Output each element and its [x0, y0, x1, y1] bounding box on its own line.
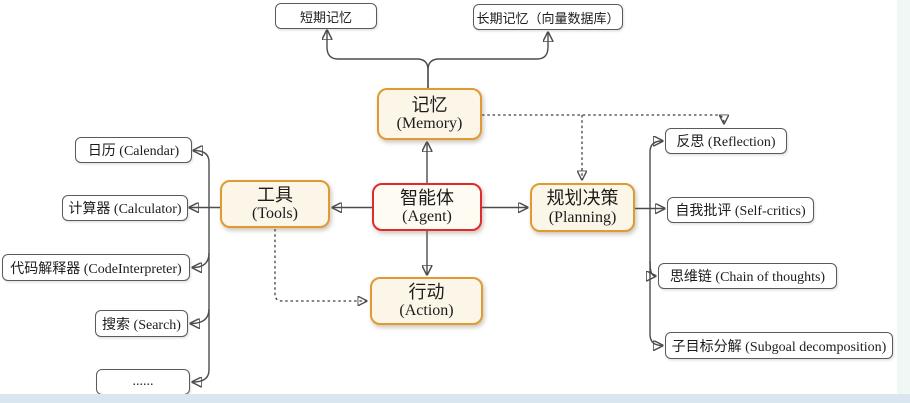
- chain-of-thoughts-label: 思维链 (Chain of thoughts): [669, 270, 826, 285]
- node-agent: 智能体 (Agent): [372, 183, 482, 231]
- tools-label-en: (Tools): [252, 205, 298, 223]
- self-critics-label: 自我批评 (Self-critics): [675, 204, 806, 219]
- agent-label-en: (Agent): [402, 208, 452, 226]
- calculator-label: 计算器 (Calculator): [68, 202, 182, 217]
- edge-memory-long-term: [427, 33, 548, 88]
- edge-tools-codeinterpreter: [193, 252, 210, 268]
- node-subgoal-decomposition: 子目标分解 (Subgoal decomposition): [665, 332, 893, 359]
- node-calendar: 日历 (Calendar): [75, 137, 192, 163]
- edge-planning-chain: [650, 260, 655, 276]
- short-term-memory-label: 短期记忆: [299, 9, 352, 25]
- bottom-edge-strip: [0, 394, 910, 403]
- memory-label-en: (Memory): [396, 115, 463, 133]
- node-self-critics: 自我批评 (Self-critics): [667, 197, 814, 223]
- node-planning: 规划决策 (Planning): [530, 183, 635, 232]
- node-long-term-memory: 长期记忆（向量数据库）: [473, 4, 623, 30]
- more-tools-label: ......: [132, 374, 154, 389]
- agent-label-zh: 智能体: [400, 187, 454, 208]
- node-tools: 工具 (Tools): [220, 180, 330, 228]
- code-interpreter-label: 代码解释器 (CodeInterpreter): [10, 261, 182, 277]
- node-more-tools: ......: [96, 369, 190, 395]
- edge-planning-reflection: [649, 141, 662, 153]
- subgoal-decomposition-label: 子目标分解 (Subgoal decomposition): [671, 339, 887, 355]
- calendar-label: 日历 (Calendar): [87, 144, 180, 159]
- node-reflection: 反思 (Reflection): [665, 128, 787, 154]
- action-label-zh: 行动: [408, 281, 445, 302]
- edge-tools-search: [191, 308, 210, 324]
- tools-label-zh: 工具: [257, 184, 293, 205]
- edge-memory-short-term: [327, 31, 429, 88]
- planning-label-en: (Planning): [548, 208, 617, 226]
- planning-label-zh: 规划决策: [546, 188, 619, 209]
- node-short-term-memory: 短期记忆: [275, 3, 377, 29]
- search-label: 搜索 (Search): [102, 317, 181, 333]
- node-action: 行动 (Action): [370, 277, 483, 325]
- memory-label-zh: 记忆: [411, 94, 448, 115]
- action-label-en: (Action): [399, 302, 454, 320]
- node-code-interpreter: 代码解释器 (CodeInterpreter): [2, 254, 190, 281]
- edge-planning-subgoal: [649, 333, 662, 346]
- right-edge-strip: [897, 0, 910, 403]
- node-search: 搜索 (Search): [95, 310, 188, 337]
- reflection-label: 反思 (Reflection): [676, 135, 776, 150]
- node-memory: 记忆 (Memory): [377, 88, 482, 140]
- edge-tools-action-dotted: [274, 229, 366, 301]
- edge-tools-more: [193, 369, 210, 382]
- node-calculator: 计算器 (Calculator): [62, 195, 188, 221]
- long-term-memory-label: 长期记忆（向量数据库）: [476, 10, 620, 26]
- edge-memory-reflection-dotted: [482, 114, 724, 123]
- edge-tools-calendar: [194, 151, 210, 163]
- node-chain-of-thoughts: 思维链 (Chain of thoughts): [658, 263, 837, 289]
